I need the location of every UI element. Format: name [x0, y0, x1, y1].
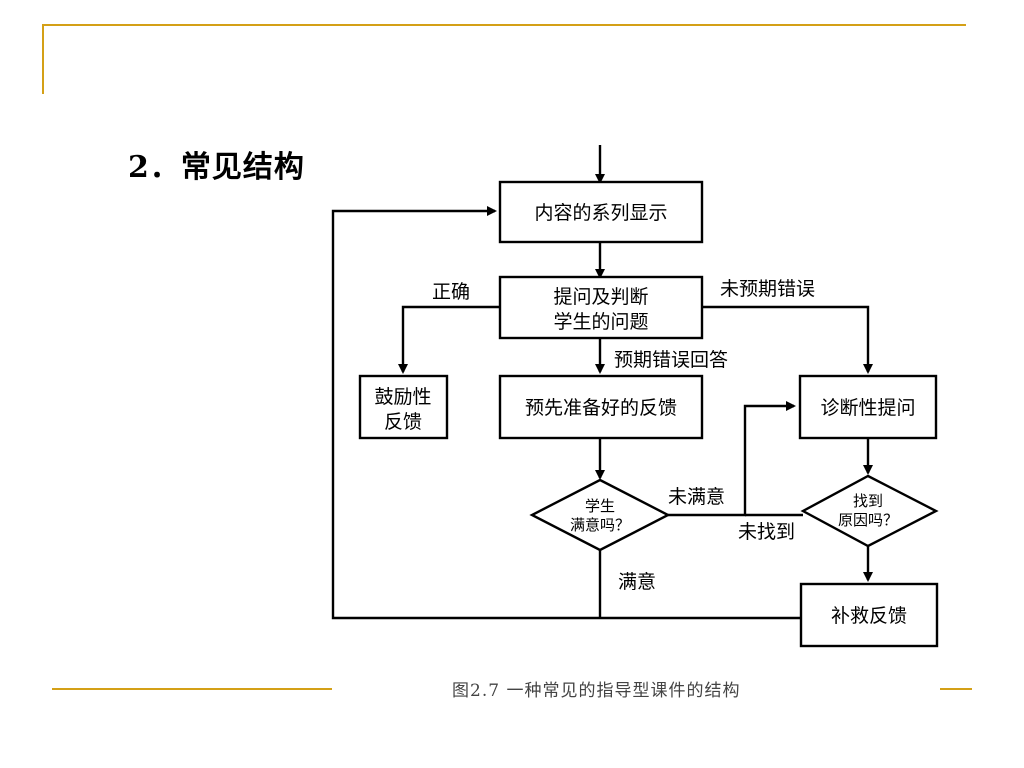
remedial-label: 补救反馈 [831, 605, 907, 627]
bottom-rule-left [52, 688, 332, 690]
satisfied-label-line1: 学生 [585, 497, 615, 515]
not-found-edge-label: 未找到 [738, 521, 795, 543]
satisfied-decision [529, 478, 671, 552]
unexpected-error-edge-label: 未预期错误 [720, 278, 815, 300]
slide-heading: 2．常见结构 [128, 150, 305, 185]
ask-judge-box [498, 275, 704, 340]
encourage-label-line2: 反馈 [384, 411, 422, 433]
content-display-box [498, 180, 704, 244]
content-display-label: 内容的系列显示 [534, 202, 667, 224]
diagnose-label: 诊断性提问 [820, 397, 915, 419]
loop-back-arrow [331, 206, 801, 620]
top-rule [42, 24, 966, 26]
found-label-line1: 找到 [853, 492, 883, 510]
ask-label-line2: 学生的问题 [553, 311, 648, 333]
satisfied-label-line2: 满意吗？ [570, 516, 630, 534]
ask-label-line1: 提问及判断 [553, 286, 648, 308]
remedial-feedback-box [799, 582, 939, 648]
encourage-feedback-box [358, 374, 449, 440]
figure-caption: 图2.7 一种常见的指导型课件的结构 [452, 681, 741, 701]
prepared-feedback-box [498, 374, 704, 440]
expected-error-edge-label: 预期错误回答 [614, 349, 728, 371]
not-satisfied-arrow [668, 401, 796, 517]
encourage-label-line1: 鼓励性 [374, 386, 431, 408]
unexpected-error-arrow [702, 305, 873, 374]
correct-arrow [398, 305, 500, 374]
not-satisfied-edge-label: 未满意 [668, 486, 725, 508]
found-label-line2: 原因吗？ [838, 511, 898, 529]
diagnose-box [798, 374, 938, 440]
prepared-feedback-label: 预先准备好的反馈 [525, 397, 677, 419]
bottom-rule-right [940, 688, 972, 690]
found-cause-decision [800, 474, 939, 548]
left-rule [42, 24, 44, 94]
satisfied-edge-label: 满意 [618, 571, 656, 593]
correct-edge-label: 正确 [432, 281, 470, 303]
